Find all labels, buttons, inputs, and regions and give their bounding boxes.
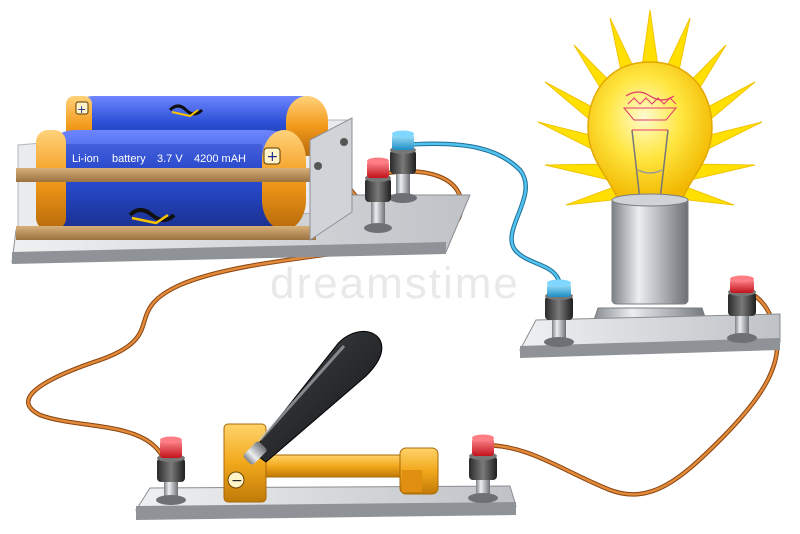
bulb-filament xyxy=(622,91,678,201)
switch-terminal-right[interactable] xyxy=(468,434,498,504)
bulb-glass xyxy=(587,61,713,201)
battery-terminal-blue[interactable] xyxy=(389,130,417,204)
bulb-socket xyxy=(611,197,689,305)
switch-handle[interactable] xyxy=(251,331,383,463)
bulb-terminal-left[interactable] xyxy=(544,279,574,348)
switch-minus-sign: − xyxy=(231,473,243,489)
knife-switch-assembly: − xyxy=(135,331,517,520)
watermark-text: dreamstime xyxy=(270,259,520,308)
battery-front-plus-sign: + xyxy=(267,149,279,165)
battery-plus-marker xyxy=(263,147,281,165)
battery-word-label: battery xyxy=(112,153,146,165)
battery-label-band xyxy=(66,144,262,172)
battery-back-plus-sign: + xyxy=(77,103,86,116)
battery-strap-bottom xyxy=(16,226,316,240)
battery-terminal-red[interactable] xyxy=(364,157,392,234)
battery-voltage-label: 3.7 V xyxy=(157,153,183,165)
switch-blade xyxy=(239,447,439,495)
battery-capacity-label: 4200 mAH xyxy=(194,153,246,165)
battery-logo-icon xyxy=(128,208,176,222)
battery-strap-top xyxy=(16,168,316,182)
switch-hinge xyxy=(223,423,267,503)
battery-chemistry-label: Li-ion xyxy=(72,153,99,165)
switch-terminal-left[interactable] xyxy=(156,436,186,506)
bulb-terminal-right[interactable] xyxy=(727,275,757,344)
battery-side-clip xyxy=(309,117,353,241)
light-bulb-assembly xyxy=(519,9,781,358)
battery-pack: + Li-ion battery 3.7 V 4200 mAH + xyxy=(11,96,471,264)
